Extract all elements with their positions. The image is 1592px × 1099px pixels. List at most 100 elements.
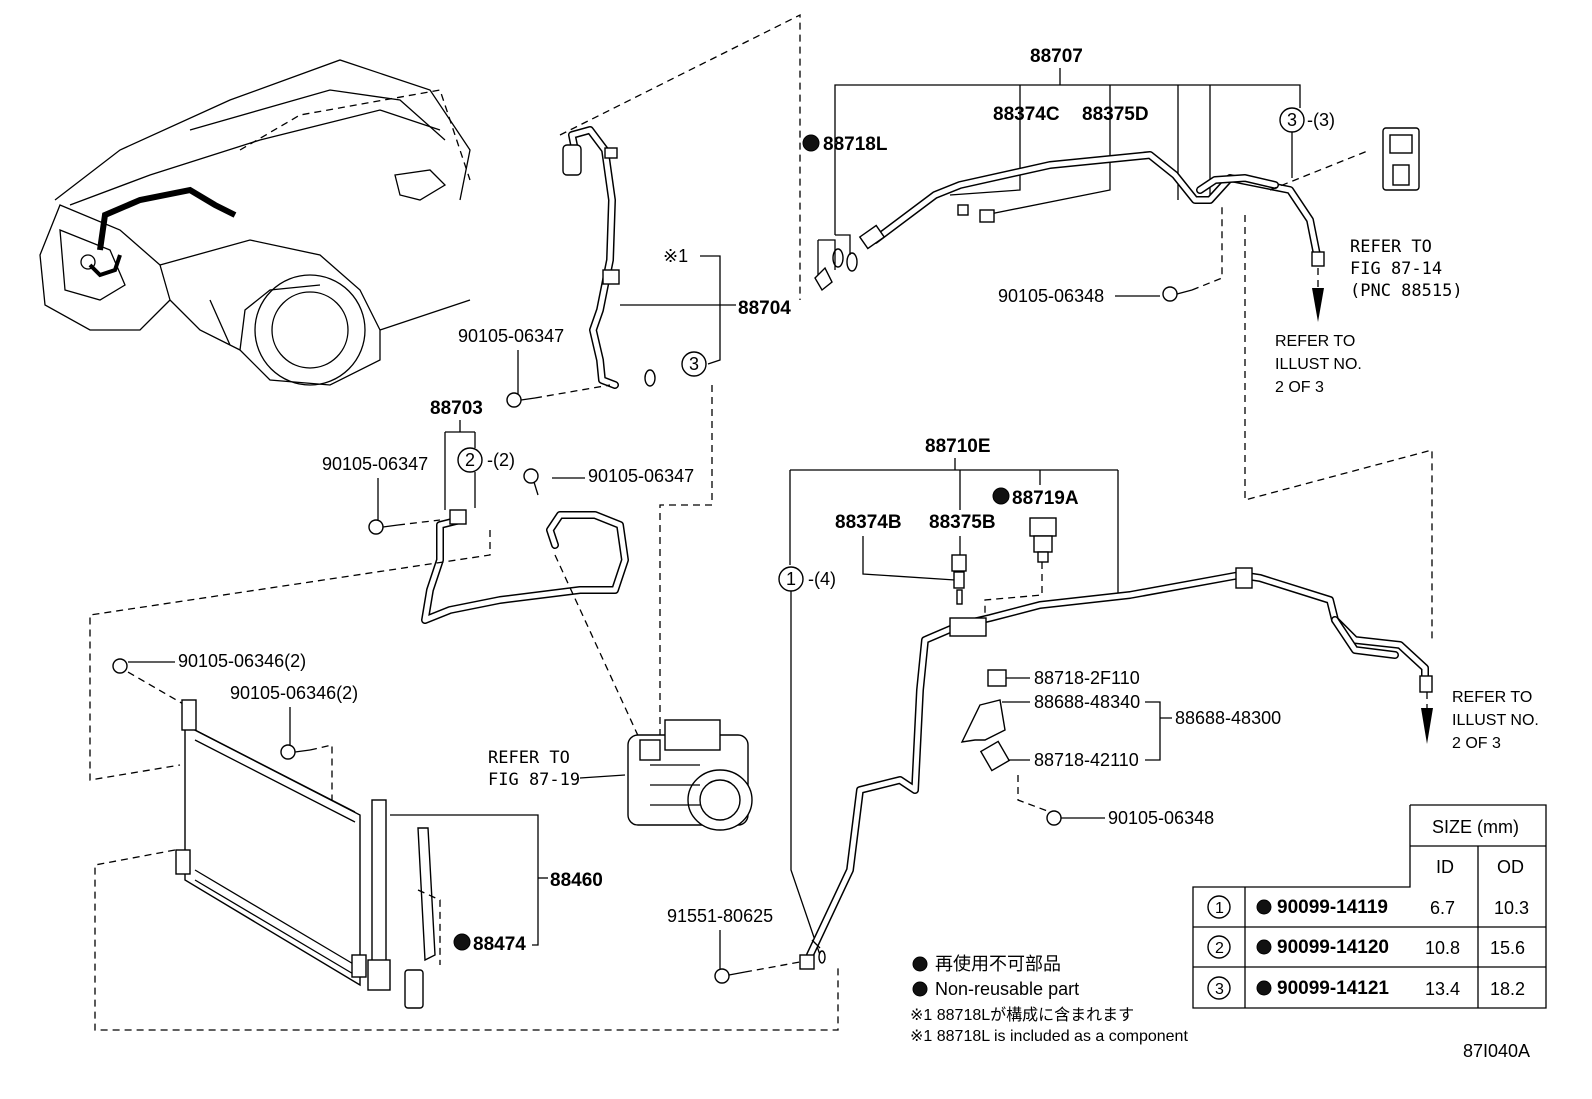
down-arrow-icon — [1421, 708, 1433, 744]
row-id: 13.4 — [1425, 979, 1460, 999]
row-od: 15.6 — [1490, 938, 1525, 958]
label-88704: 88704 — [738, 298, 791, 319]
refer-illust-right-line1: REFER TO — [1452, 689, 1532, 706]
refer-fig-87-19-line2: FIG 87-19 — [488, 770, 580, 790]
legend-line2: Non-reusable part — [935, 979, 1079, 999]
label-88710E: 88710E — [925, 436, 991, 457]
label-88375B: 88375B — [929, 512, 996, 533]
label-88719A: 88719A — [1012, 488, 1079, 509]
ring-1-icon — [1207, 895, 1231, 919]
table-row: 2 90099-14120 10.8 15.6 — [1207, 935, 1525, 959]
ring-2-qty: -(2) — [487, 450, 515, 470]
group-88704: ※1 88704 3 — [562, 126, 791, 735]
bolt-icon — [368, 519, 384, 535]
label-90105-06346-b: 90105-06346(2) — [230, 683, 358, 703]
label-88375D: 88375D — [1082, 104, 1149, 125]
label-90105-06346-a: 90105-06346(2) — [178, 651, 306, 671]
ring-3-icon — [681, 351, 707, 377]
ring-3-qty: -(3) — [1307, 110, 1335, 130]
refer-fig-87-14-line1: REFER TO — [1350, 237, 1432, 257]
non-reusable-dot-icon — [1256, 899, 1272, 915]
group-88688: 88718-2F110 88688-48340 88718-42110 8868… — [960, 668, 1281, 828]
label-88374B: 88374B — [835, 512, 902, 533]
label-90105-06347-b: 90105-06347 — [322, 454, 428, 474]
figure-id: 87I040A — [1463, 1041, 1530, 1061]
row-od: 18.2 — [1490, 979, 1525, 999]
label-90105-06348-bot: 90105-06348 — [1108, 808, 1214, 828]
refer-fig-87-14-line3: (PNC 88515) — [1350, 281, 1463, 301]
size-table-header: SIZE (mm) — [1432, 817, 1519, 837]
bolt-icon — [112, 658, 128, 674]
row-ring: 2 — [1215, 940, 1224, 957]
vehicle-front-illustration — [39, 59, 471, 386]
row-id: 10.8 — [1425, 938, 1460, 958]
legend-line1: 再使用不可部品 — [935, 954, 1061, 974]
non-reusable-dot-icon — [1256, 939, 1272, 955]
group-88710E: 88710E 88719A 88374B 88375B 1 -(4) — [778, 436, 1539, 970]
table-row: 3 90099-14121 13.4 18.2 — [1207, 976, 1525, 1000]
label-88718L: 88718L — [823, 134, 888, 155]
non-reusable-dot-icon — [453, 933, 471, 951]
non-reusable-dot-icon — [912, 956, 928, 972]
bolt-icon — [1162, 286, 1178, 302]
compressor: REFER TO FIG 87-19 — [488, 719, 753, 831]
label-88718-2F110: 88718-2F110 — [1034, 668, 1140, 688]
bolt-icon — [523, 468, 539, 484]
size-table: SIZE (mm) ID OD 1 90099-14119 6.7 10.3 2… — [1192, 804, 1547, 1009]
legend-line3: ※1 88718Lが構成に含まれます — [910, 1006, 1134, 1024]
refer-fig-87-14-line2: FIG 87-14 — [1350, 259, 1442, 279]
bolt-icon — [714, 968, 730, 984]
note-ref1-mark: ※1 — [663, 246, 688, 266]
label-88474: 88474 — [473, 934, 526, 955]
bolt-91551-80625: 91551-80625 — [667, 906, 801, 984]
non-reusable-dot-icon — [802, 134, 820, 152]
ring-2-icon — [1207, 935, 1231, 959]
condenser-core-icon — [184, 723, 361, 987]
row-part: 90099-14120 — [1277, 937, 1389, 958]
bolt-90105-06347-a: 90105-06347 — [458, 326, 611, 408]
group-88707: 88707 88718L 88374C 88375D 3 -(3) — [802, 46, 1463, 396]
connector-dashed — [559, 13, 801, 300]
row-part: 90099-14119 — [1277, 897, 1388, 918]
ring-1-number: 1 — [786, 569, 796, 589]
label-91551-80625: 91551-80625 — [667, 906, 773, 926]
label-90105-06347-a: 90105-06347 — [458, 326, 564, 346]
size-table-col-id: ID — [1436, 857, 1454, 877]
down-arrow-icon — [1312, 288, 1324, 322]
ring-2-icon — [457, 447, 483, 473]
row-part: 90099-14121 — [1277, 978, 1389, 999]
ring-3-number: 3 — [1287, 110, 1297, 130]
legend-line4: ※1 88718L is included as a component — [910, 1028, 1188, 1045]
row-ring: 3 — [1215, 981, 1224, 998]
non-reusable-dot-icon — [992, 487, 1010, 505]
table-row: 1 90099-14119 6.7 10.3 — [1207, 895, 1529, 919]
refer-illust-top-line2: ILLUST NO. — [1275, 356, 1362, 373]
label-88718-42110: 88718-42110 — [1034, 750, 1139, 770]
ring-2-number: 2 — [465, 450, 475, 470]
refer-illust-top-line3: 2 OF 3 — [1275, 379, 1324, 396]
label-88688-48340: 88688-48340 — [1034, 692, 1140, 712]
label-88374C: 88374C — [993, 104, 1060, 125]
label-88707: 88707 — [1030, 46, 1083, 67]
refer-illust-top-line1: REFER TO — [1275, 333, 1355, 350]
size-table-col-od: OD — [1497, 857, 1524, 877]
condenser: 90105-06346(2) 90105-06346(2) 88460 8847… — [94, 651, 839, 1031]
ring-1-qty: -(4) — [808, 569, 836, 589]
label-88703: 88703 — [430, 398, 483, 419]
row-id: 6.7 — [1430, 898, 1455, 918]
refer-illust-right-line2: ILLUST NO. — [1452, 712, 1539, 729]
refer-illust-right-line3: 2 OF 3 — [1452, 735, 1501, 752]
row-ring: 1 — [1215, 900, 1224, 917]
ring-3-icon — [1207, 976, 1231, 1000]
legend: 再使用不可部品 Non-reusable part ※1 88718Lが構成に含… — [910, 954, 1188, 1045]
row-od: 10.3 — [1494, 898, 1529, 918]
non-reusable-dot-icon — [912, 981, 928, 997]
label-88460: 88460 — [550, 870, 603, 891]
group-88703: 88703 2 -(2) 90105-06347 90105-06347 — [89, 398, 694, 781]
label-90105-06347-c: 90105-06347 — [588, 466, 694, 486]
ring-3-mid-number: 3 — [689, 354, 699, 374]
bolt-icon — [1046, 810, 1062, 826]
label-90105-06348-top: 90105-06348 — [998, 286, 1104, 306]
bolt-icon — [280, 744, 296, 760]
